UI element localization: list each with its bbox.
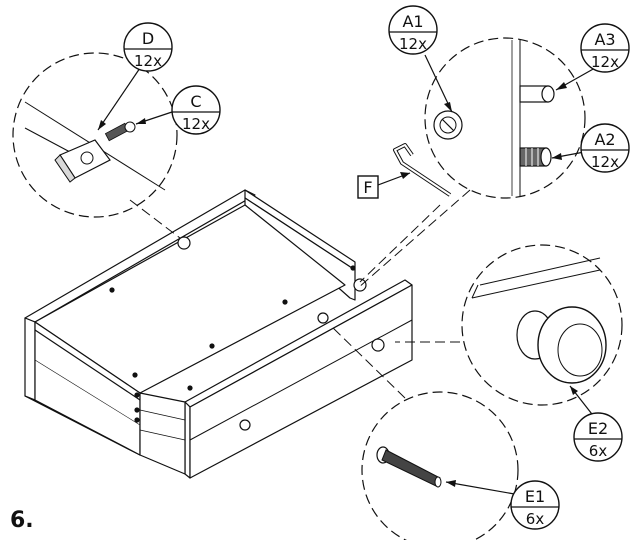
callout-e1-qty: 6x	[526, 510, 545, 528]
callout-a3: A3 12x	[580, 23, 630, 73]
callout-c-letter: C	[190, 92, 201, 111]
detail-circle-a	[357, 37, 596, 289]
callout-a3-qty: 12x	[591, 53, 619, 71]
callout-e1: E1 6x	[510, 480, 560, 530]
callout-a1-qty: 12x	[399, 35, 427, 53]
callout-a1: A1 12x	[388, 5, 438, 55]
allen-key-f	[359, 143, 452, 283]
detail-circle-e1	[329, 324, 521, 544]
cam-bolt-a3	[519, 85, 555, 103]
drawer-left-side-outer	[24, 317, 36, 401]
knob-e2	[516, 306, 607, 384]
callout-a1-letter: A1	[402, 12, 423, 31]
callout-a2-letter: A2	[594, 130, 615, 149]
detail-circle-d-c	[12, 52, 181, 239]
callout-d-qty: 12x	[134, 52, 162, 70]
callout-c: C 12x	[171, 85, 221, 135]
drawer-front-face	[184, 401, 191, 479]
callout-e2-letter: E2	[588, 419, 608, 438]
callout-e2: E2 6x	[573, 412, 623, 462]
callout-e2-qty: 6x	[589, 442, 608, 460]
screw-c	[104, 121, 136, 142]
cam-lock-a1	[433, 110, 463, 140]
callout-a3-letter: A3	[594, 30, 615, 49]
callout-c-qty: 12x	[182, 115, 210, 133]
callout-d-letter: D	[142, 29, 154, 48]
tool-label-f-text: F	[363, 178, 372, 197]
callout-d: D 12x	[123, 22, 173, 72]
tool-label-f: F	[357, 175, 379, 199]
drawer-assembly	[24, 189, 413, 479]
callout-a2-qty: 12x	[591, 153, 619, 171]
callout-a2: A2 12x	[580, 123, 630, 173]
detail-circle-e2	[395, 244, 623, 419]
dowel-a2	[519, 147, 552, 167]
screw-e1	[376, 446, 442, 488]
callout-e1-letter: E1	[525, 487, 545, 506]
step-number: 6.	[10, 508, 34, 533]
